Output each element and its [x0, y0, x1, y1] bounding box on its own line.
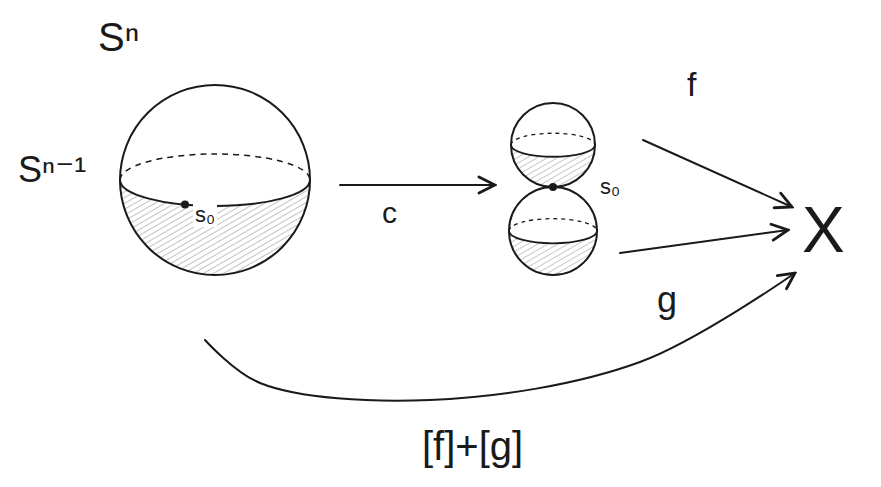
hemisphere-shading: [511, 145, 595, 187]
arrow: [340, 184, 495, 186]
hemisphere-shading: [509, 231, 597, 275]
equator-front: [511, 145, 595, 157]
map-label: c: [380, 196, 399, 229]
map-label: g: [655, 280, 679, 320]
hemisphere-shading: [120, 180, 310, 275]
arrow: [643, 140, 792, 207]
sphere: SⁿSⁿ⁻¹ s₀: [10, 15, 330, 295]
sphere-outline: [120, 85, 310, 275]
equator-front: [509, 231, 597, 243]
math-label: s₀: [193, 203, 217, 227]
math-label: Sⁿ⁻¹: [18, 150, 86, 190]
equator-back: [120, 154, 310, 180]
arrow: [620, 230, 788, 253]
equator-back: [509, 219, 597, 231]
equator-back: [511, 133, 595, 145]
map-label: f: [685, 66, 698, 103]
wedge-of-spheres: s₀: [505, 95, 635, 285]
arrow: [205, 273, 795, 401]
map-label: [f]+[g]: [420, 424, 525, 468]
base-point: [181, 201, 189, 209]
math-label: X: [802, 195, 845, 265]
math-label: s₀: [600, 175, 620, 199]
sphere-outline: [509, 187, 597, 275]
sphere-outline: [511, 103, 595, 187]
base-point: [549, 183, 557, 191]
math-label: Sⁿ: [98, 15, 139, 59]
space: X: [800, 195, 849, 268]
